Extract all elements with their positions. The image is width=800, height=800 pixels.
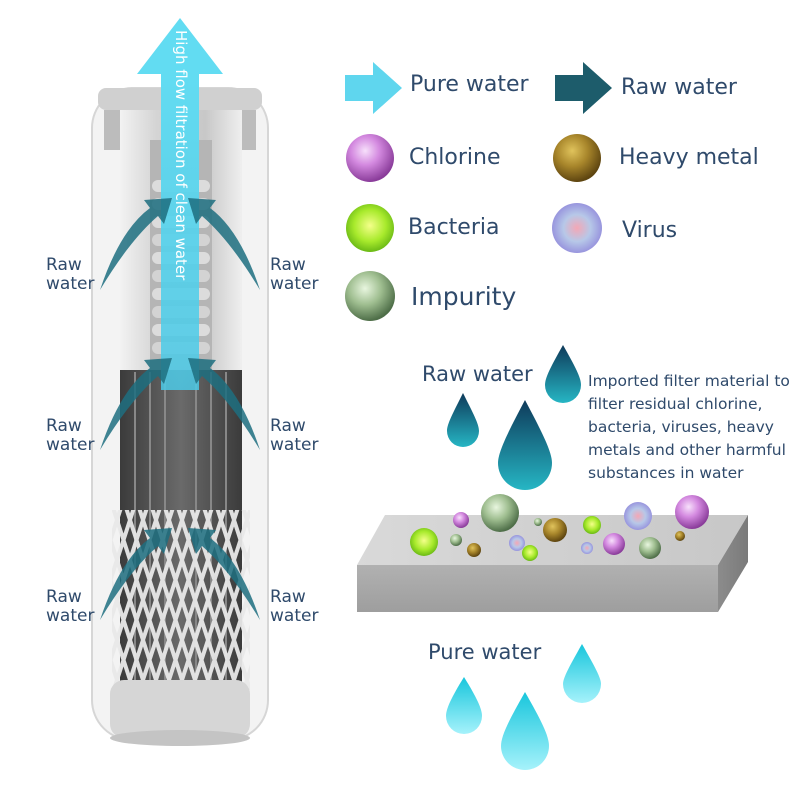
bacteria-icon: [346, 204, 394, 252]
raw-inflow-arrow-bottom-left: [100, 528, 172, 620]
side-label-left-mid: Raw water: [46, 417, 94, 455]
support-mesh: [112, 510, 250, 690]
side-label-water: water: [46, 606, 95, 626]
side-label-raw: Raw: [46, 255, 82, 275]
legend-impurity-label: Impurity: [411, 282, 517, 311]
raw-drop-medium: [545, 345, 581, 403]
raw-inflow-arrow-mid-right: [188, 358, 260, 450]
side-label-raw: Raw: [46, 587, 82, 607]
cartridge-bottom-rim: [110, 730, 250, 746]
pure-drop-left: [446, 677, 482, 734]
slab-side: [718, 515, 748, 612]
virus-icon: [552, 203, 602, 253]
legend-chlorine-label: Chlorine: [409, 145, 501, 170]
raw-water-arrow-icon: [555, 62, 612, 114]
side-label-water: water: [46, 274, 95, 294]
particle-heavy-metal: [467, 543, 481, 557]
particle-heavy-metal: [675, 531, 685, 541]
particle-impurity: [534, 518, 542, 526]
legend-pure-water-label: Pure water: [410, 72, 529, 97]
impurity-icon: [345, 271, 395, 321]
side-label-raw: Raw: [270, 255, 306, 275]
side-label-left-bottom: Raw water: [46, 588, 94, 626]
side-label-water: water: [270, 274, 319, 294]
pure-drop-large: [501, 692, 549, 770]
filter-description: Imported filter material to filter resid…: [588, 372, 790, 482]
legend-heavy-metal-label: Heavy metal: [619, 145, 759, 170]
particle-virus: [509, 535, 525, 551]
particle-bacteria: [583, 516, 601, 534]
heavy-metal-icon: [553, 134, 601, 182]
pure-water-arrow-icon: [345, 62, 402, 114]
particle-impurity: [639, 537, 661, 559]
pure-water-label: Pure water: [428, 640, 542, 664]
particle-bacteria: [522, 545, 538, 561]
particle-chlorine: [603, 533, 625, 555]
raw-drop-large: [498, 400, 552, 490]
slab-front: [357, 565, 718, 612]
chlorine-icon: [346, 134, 394, 182]
particle-heavy-metal: [543, 518, 567, 542]
side-label-raw: Raw: [270, 587, 306, 607]
raw-water-drops: [447, 345, 581, 490]
raw-inflow-arrow-top-right: [188, 198, 260, 290]
side-label-raw: Raw: [270, 416, 306, 436]
side-label-right-top: Raw water: [270, 256, 318, 294]
raw-inflow-arrows: [100, 198, 260, 620]
trapped-particles: [410, 494, 709, 561]
pure-drop-right: [563, 644, 601, 703]
particle-chlorine: [453, 512, 469, 528]
side-label-right-mid: Raw water: [270, 417, 318, 455]
legend: [345, 62, 612, 321]
legend-virus-label: Virus: [622, 218, 678, 243]
raw-inflow-arrow-mid-left: [100, 358, 172, 450]
legend-bacteria-label: Bacteria: [408, 215, 500, 240]
particle-virus: [581, 542, 593, 554]
cartridge-bottom-cap: [110, 680, 250, 738]
side-label-water: water: [46, 435, 95, 455]
particle-impurity: [481, 494, 519, 532]
particle-impurity: [450, 534, 462, 546]
side-label-right-bottom: Raw water: [270, 588, 318, 626]
flow-text: High flow filtration of clean water: [172, 30, 190, 281]
raw-water-label: Raw water: [422, 362, 533, 386]
side-label-water: water: [270, 435, 319, 455]
particle-bacteria: [410, 528, 438, 556]
pure-water-drops: [446, 644, 601, 770]
legend-raw-water-label: Raw water: [621, 75, 737, 100]
particle-virus: [624, 502, 652, 530]
side-label-left-top: Raw water: [46, 256, 94, 294]
clean-water-flow-arrow: [137, 18, 223, 390]
raw-drop-small: [447, 393, 479, 447]
side-label-water: water: [270, 606, 319, 626]
raw-inflow-arrow-bottom-right: [188, 528, 260, 620]
particle-chlorine: [675, 495, 709, 529]
side-label-raw: Raw: [46, 416, 82, 436]
raw-inflow-arrow-top-left: [100, 198, 172, 290]
